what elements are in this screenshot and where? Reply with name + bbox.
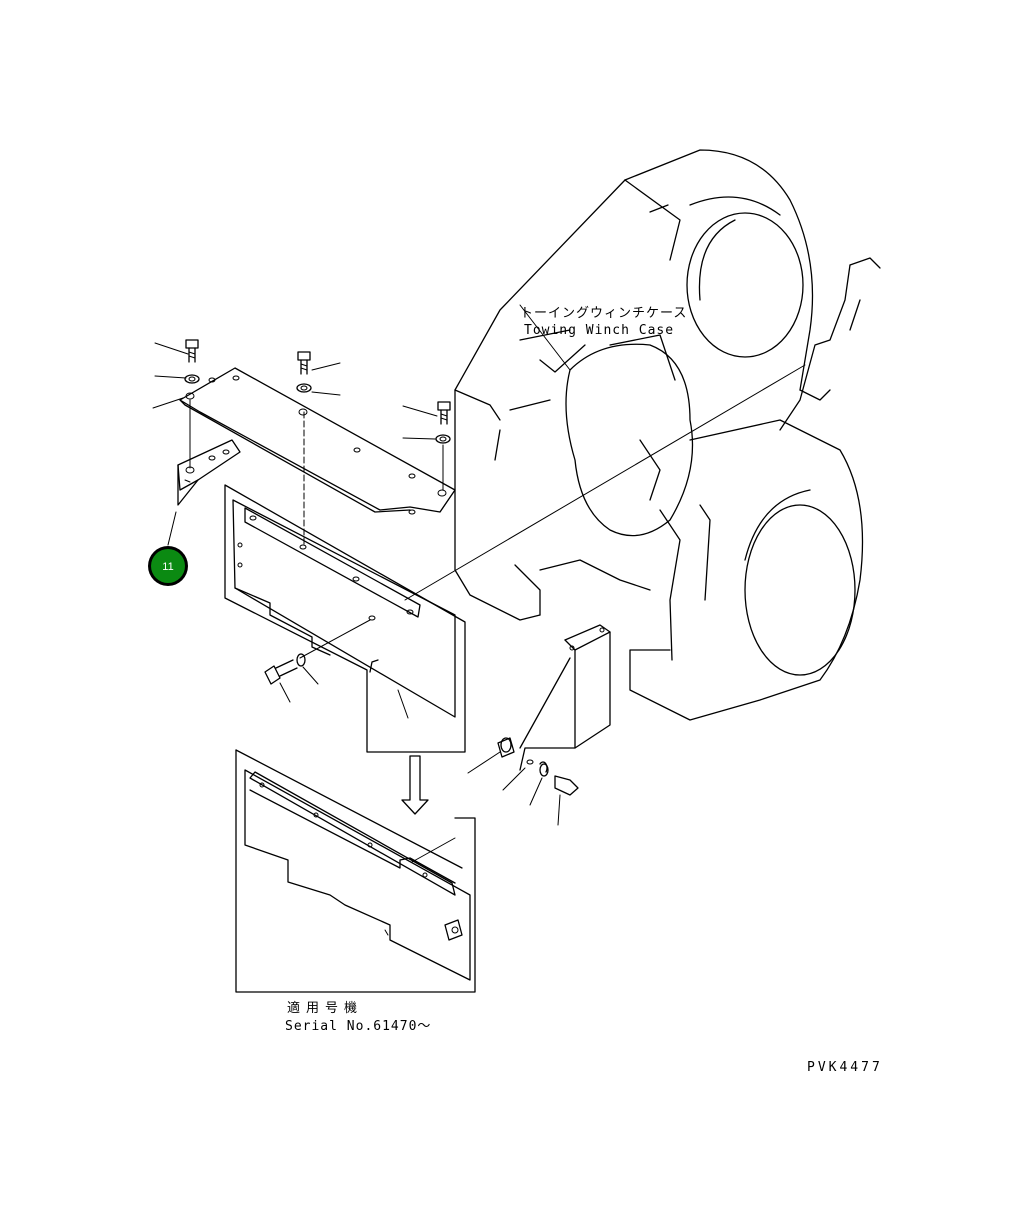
inset-panel (244, 769, 471, 981)
bolt-set-right (402, 401, 451, 491)
right-hardware (467, 737, 579, 826)
panel-case-leader (404, 364, 806, 601)
right-bracket (519, 624, 611, 771)
panel-bolt-set (264, 619, 371, 703)
case-label-en: Towing Winch Case (524, 323, 674, 338)
callout-fill (151, 549, 185, 583)
bolt-set-left (152, 339, 200, 469)
inset-leader (411, 837, 456, 863)
towing-winch-case-drawing (454, 149, 881, 721)
cover-panel (224, 484, 466, 753)
callout-number: 11 (162, 561, 173, 573)
bolt-set-middle (296, 351, 341, 546)
down-arrow (401, 755, 429, 815)
serial-label: Serial No.61470～ (285, 1019, 431, 1034)
drawing-code: PVK4477 (807, 1060, 883, 1075)
inset-box (235, 749, 476, 993)
applicable-label-jp: 適用号機 (287, 1000, 363, 1016)
case-leader (519, 304, 571, 371)
callout-11[interactable]: 11 (148, 546, 188, 586)
case-label-jp: トーイングウィンチケース (520, 306, 687, 321)
small-bracket (177, 439, 241, 506)
top-mounting-plate (179, 367, 456, 515)
callout-leader-11 (167, 511, 177, 546)
